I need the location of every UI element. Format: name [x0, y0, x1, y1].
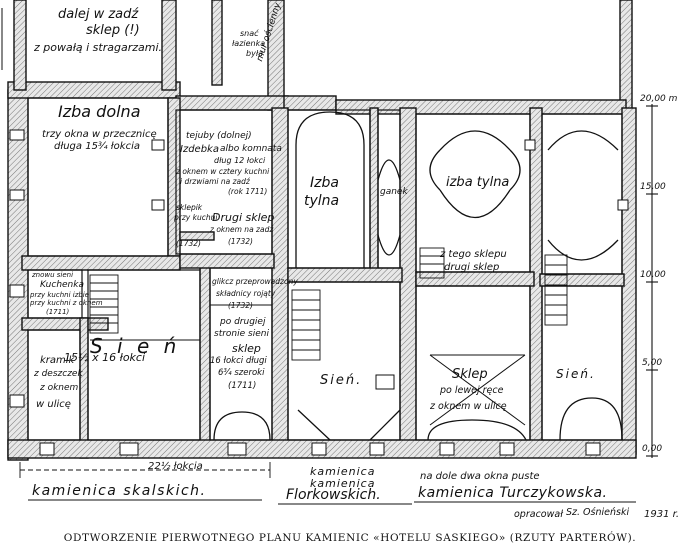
scale-tick-20: 20,00 m	[640, 94, 678, 104]
label-glikcz-1: glikcz przeprowadzony	[212, 277, 298, 286]
label-dalej-w-zadz: dalej w zadź	[58, 7, 139, 22]
label-kramik: kramik	[40, 355, 75, 366]
scale-tick-0: 0,00	[642, 444, 663, 454]
label-year: 1931 r.	[644, 509, 679, 520]
label-trzy-okna-1: trzy okna w przecznicę	[42, 129, 157, 140]
label-z-oknem-kuchni: z oknem w cztery kuchni	[176, 167, 270, 176]
label-po-drugiej-4: 16 łokci długi	[210, 356, 267, 366]
label-glikcz-2: składnicy rojąty	[216, 289, 276, 298]
label-kamienica-1: kamienica	[310, 465, 376, 478]
label-sien-right: Sień.	[556, 367, 596, 381]
label-rok-1732b: (1732)	[176, 239, 201, 248]
label-ganek: ganek	[380, 187, 408, 197]
label-rok-1711b: (1711)	[46, 308, 70, 316]
label-byla: była	[246, 49, 264, 58]
label-opracowal: opracował	[514, 509, 563, 520]
label-na-dole: na dole dwa okna puste	[420, 471, 540, 482]
label-po-drugiej-1: po drugiej	[220, 317, 266, 327]
label-florkowskich: Florkowskich.	[286, 487, 381, 503]
label-kuchenka-2: Kuchenka	[40, 280, 84, 290]
walls	[7, 0, 637, 461]
label-lazienka: łazienka	[232, 39, 266, 48]
label-z-oknem-ulice: z oknem w ulicę	[430, 401, 507, 412]
label-dim-left: 22½ łokcia	[148, 461, 203, 472]
label-izba-tylna-right: izba tylna	[446, 175, 510, 190]
label-trzy-okna-2: długa 15¾ łokcia	[54, 141, 140, 152]
openings	[9, 129, 629, 456]
label-i-drzwiami: i drzwiami na zadź	[180, 177, 250, 186]
label-tejuby: tejuby (dolnej)	[186, 131, 252, 141]
label-z-oknem-na-zadz: z oknem na zadź	[210, 225, 274, 234]
label-rok-1711c: (1711)	[228, 381, 257, 391]
label-z-tego-sklepu-1: z tego sklepu	[440, 249, 507, 260]
label-sien-left: S i e ń	[90, 334, 181, 358]
cross-diagonals	[90, 304, 526, 426]
scale-tick-10: 10,00	[640, 270, 666, 280]
label-dlug-12: dług 12 łokci	[214, 156, 266, 165]
label-kamienica-turczykowska: kamienica Turczykowska.	[418, 485, 608, 501]
label-kuchenka-3: przy kuchni izbie	[30, 291, 90, 299]
label-drugi-sklep: Drugi sklep	[212, 211, 275, 224]
label-albo-komnata: albo komnata	[220, 144, 282, 154]
label-izba-tylna-2: tylna	[304, 193, 340, 209]
dimension-lines	[19, 462, 636, 505]
label-sien-mid: Sień.	[320, 373, 363, 388]
label-sklepik: sklepik	[176, 203, 203, 212]
label-kamienica-skalskich: kamienica skalskich.	[32, 483, 207, 499]
label-po-drugiej-3: sklep	[232, 342, 261, 355]
room-outlines	[27, 97, 623, 441]
vault-arches	[213, 111, 623, 441]
label-rok-1732a: (1732)	[228, 237, 253, 246]
label-z-deszczek: z deszczek	[34, 369, 83, 379]
label-z-oknem: z oknem	[40, 383, 79, 393]
label-po-drugiej-5: 6¾ szeroki	[218, 368, 265, 378]
label-kuchenka-1: znowu sieni	[32, 271, 74, 279]
label-w-ulice: w ulicę	[36, 399, 71, 410]
figure-caption: ODTWORZENIE PIERWOTNEGO PLANU KAMIENIC «…	[63, 532, 637, 544]
label-kuchenka-4: przy kuchni z oknem	[30, 299, 103, 307]
label-sien-dims: 15½ x 16 łokci	[64, 351, 146, 364]
label-rok-1711a: (rok 1711)	[228, 187, 268, 196]
staircases	[89, 247, 568, 361]
scale-tick-5: 5,00	[642, 358, 663, 368]
label-z-tego-sklepu-2: drugi sklep	[444, 262, 500, 273]
label-izdebka: Izdebka	[180, 144, 219, 155]
label-po-lewej: po lewej ręce	[440, 385, 504, 396]
scale-tick-15: 15,00	[640, 182, 666, 192]
label-rok-1732c: (1732)	[228, 301, 253, 310]
label-kamienica-2: kamienica	[310, 477, 376, 490]
label-po-drugiej-2: stronie sieni	[214, 329, 269, 339]
label-przy-kuchni: przy kuchni	[174, 213, 218, 222]
label-sklep-right: Sklep	[452, 367, 488, 382]
label-z-powala: z powałą i stragarzami.	[34, 41, 163, 54]
label-snac: snać	[240, 29, 259, 38]
label-sklep-q: sklep (!)	[86, 23, 140, 38]
label-izba-dolna: Izba dolna	[58, 102, 141, 121]
label-izba-tylna-1: Izba	[310, 175, 339, 191]
label-author: Sz. Ośnieński	[566, 507, 630, 518]
scale-bar	[646, 104, 658, 458]
